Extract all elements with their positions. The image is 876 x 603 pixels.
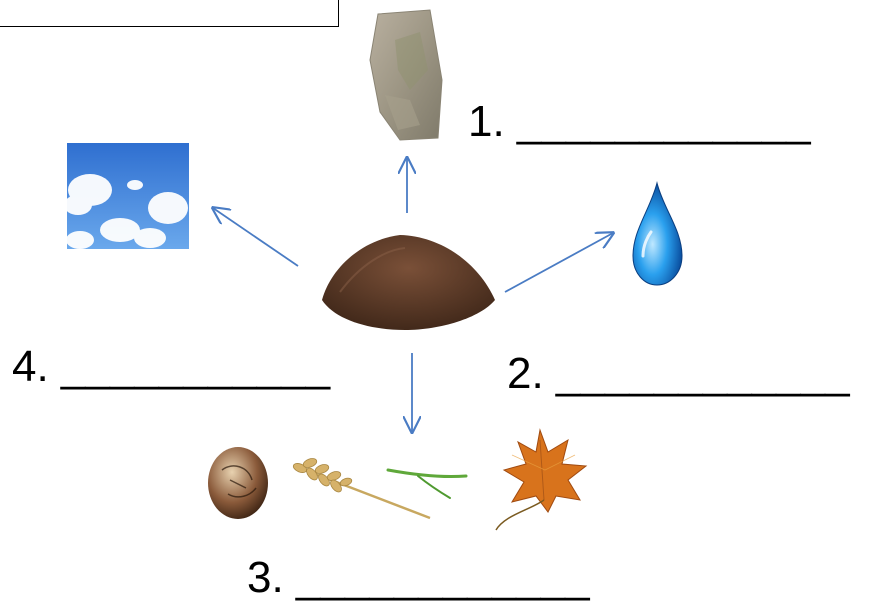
sky-clouds-icon (64, 143, 189, 249)
arrow-to-water (505, 233, 613, 292)
blank-3-label: 3. ____________ (247, 556, 590, 600)
seed-icon (208, 447, 268, 519)
grass-blade-icon (388, 470, 466, 498)
wheat-icon (292, 457, 430, 518)
soil-pile-icon (322, 235, 495, 330)
blank-1-label: 1. ____________ (468, 100, 811, 144)
arrow-to-sky (213, 208, 298, 266)
water-drop-icon (633, 183, 682, 285)
rock-icon (370, 10, 442, 140)
blank-4-label: 4. ___________ (12, 345, 330, 389)
blank-2-label: 2. ____________ (507, 352, 850, 396)
maple-leaf-icon (496, 430, 586, 530)
